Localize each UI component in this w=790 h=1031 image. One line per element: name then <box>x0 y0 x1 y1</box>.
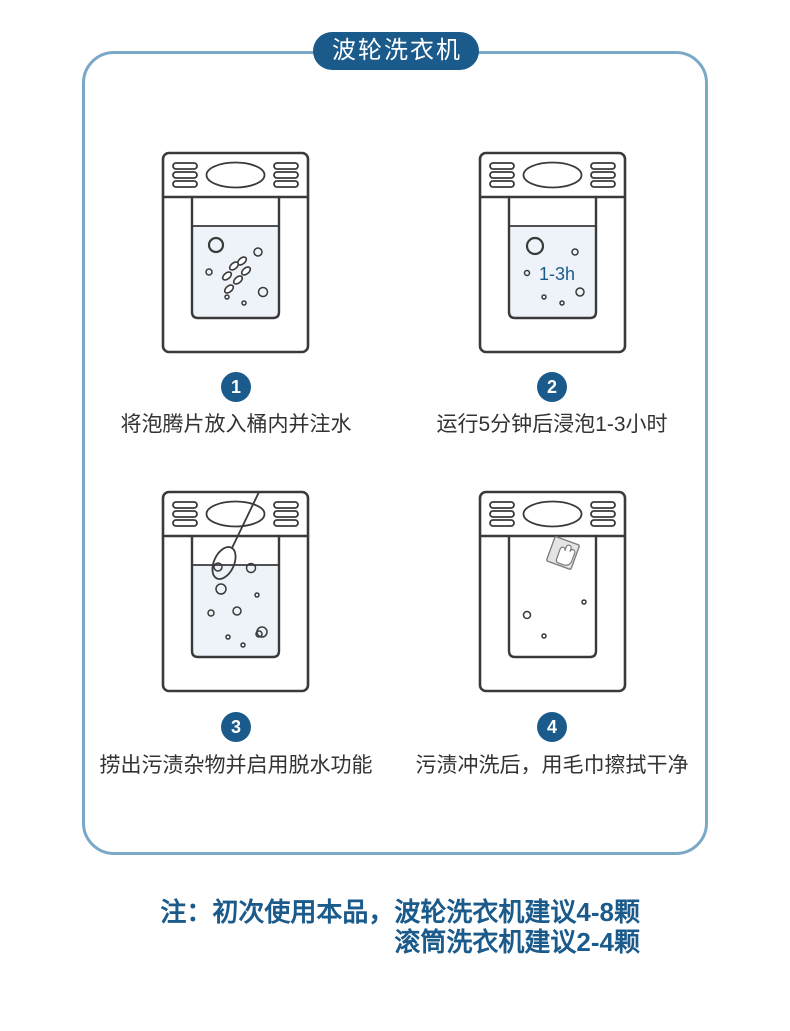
left-vent-slot <box>172 519 198 527</box>
right-vent-slot <box>273 510 299 518</box>
soak-duration-label: 1-3h <box>539 264 575 284</box>
bubble <box>213 562 223 572</box>
display-window <box>522 161 583 189</box>
water <box>192 226 279 318</box>
left-vent-slot <box>172 510 198 518</box>
bubble <box>253 247 263 257</box>
bubble <box>254 592 260 598</box>
left-vent-slot <box>172 171 198 179</box>
water <box>192 565 279 657</box>
right-vent-slot <box>273 519 299 527</box>
right-vent-slot <box>590 180 616 188</box>
bubble <box>225 634 231 640</box>
left-vent-slot <box>489 162 515 170</box>
bubble <box>245 562 257 574</box>
left-vent-slot <box>489 519 515 527</box>
right-vent-slot <box>590 162 616 170</box>
right-vent-slot <box>590 510 616 518</box>
bubble <box>207 609 215 617</box>
washing-machine-step-4 <box>478 490 627 693</box>
washing-machine-step-3 <box>161 490 310 693</box>
display-window <box>205 161 266 189</box>
bubble <box>525 236 545 256</box>
bubble <box>541 294 547 300</box>
left-vent-slot <box>489 171 515 179</box>
effervescent-tablet <box>232 275 244 285</box>
towel-wipe-icon <box>546 536 580 570</box>
washing-machine-step-1 <box>161 151 310 354</box>
bubble <box>581 599 587 605</box>
step-number-badge: 1 <box>221 372 251 402</box>
right-vent-slot <box>273 501 299 509</box>
bubble <box>571 248 579 256</box>
step-caption: 将泡腾片放入桶内并注水 <box>120 413 352 436</box>
bubble <box>257 286 269 298</box>
step-caption: 捞出污渍杂物并启用脱水功能 <box>99 754 373 777</box>
bubble <box>522 610 532 620</box>
right-vent-slot <box>590 519 616 527</box>
bubble <box>523 269 531 277</box>
step-number-badge: 3 <box>221 712 251 742</box>
bubble <box>207 236 225 254</box>
right-vent-slot <box>273 180 299 188</box>
left-vent-slot <box>489 501 515 509</box>
machine-body <box>478 490 627 693</box>
tub <box>507 195 598 320</box>
bubble <box>232 606 242 616</box>
bubble <box>205 268 213 276</box>
bubble <box>559 300 565 306</box>
usage-note-line-2: 滚筒洗衣机建议2-4颗 <box>394 927 640 957</box>
left-vent-slot <box>489 510 515 518</box>
washing-machine-step-2: 1-3h <box>478 151 627 354</box>
display-window <box>522 500 583 528</box>
usage-note-line-1: 注：初次使用本品，波轮洗衣机建议4-8颗 <box>160 897 640 927</box>
right-vent-slot <box>590 501 616 509</box>
left-vent-slot <box>172 501 198 509</box>
left-vent-slot <box>489 180 515 188</box>
effervescent-tablet <box>228 261 240 271</box>
bubble <box>224 294 230 300</box>
left-vent-slot <box>172 162 198 170</box>
effervescent-tablet <box>223 284 235 294</box>
bubble <box>575 287 585 297</box>
step-number-badge: 4 <box>537 712 567 742</box>
tub <box>190 195 281 320</box>
skimmer-net-loop <box>211 546 237 580</box>
usage-note: 注：初次使用本品，波轮洗衣机建议4-8颗 滚筒洗衣机建议2-4颗 <box>100 897 640 957</box>
bubble <box>541 633 547 639</box>
left-vent-slot <box>172 180 198 188</box>
bubble <box>240 642 246 648</box>
effervescent-tablet <box>240 266 252 276</box>
bubble <box>215 583 227 595</box>
right-vent-slot <box>273 171 299 179</box>
page-title: 波轮洗衣机 <box>313 32 479 70</box>
effervescent-tablet <box>221 271 233 281</box>
skimmer-net-handle <box>231 491 260 549</box>
display-window <box>205 500 266 528</box>
right-vent-slot <box>590 171 616 179</box>
tub <box>190 534 281 659</box>
bubble <box>255 630 263 638</box>
step-caption: 运行5分钟后浸泡1-3小时 <box>436 413 668 436</box>
step-caption: 污渍冲洗后，用毛巾擦拭干净 <box>415 754 689 777</box>
right-vent-slot <box>273 162 299 170</box>
hand-icon <box>555 544 576 566</box>
step-number-badge: 2 <box>537 372 567 402</box>
bubble <box>241 300 247 306</box>
tub <box>507 534 598 659</box>
